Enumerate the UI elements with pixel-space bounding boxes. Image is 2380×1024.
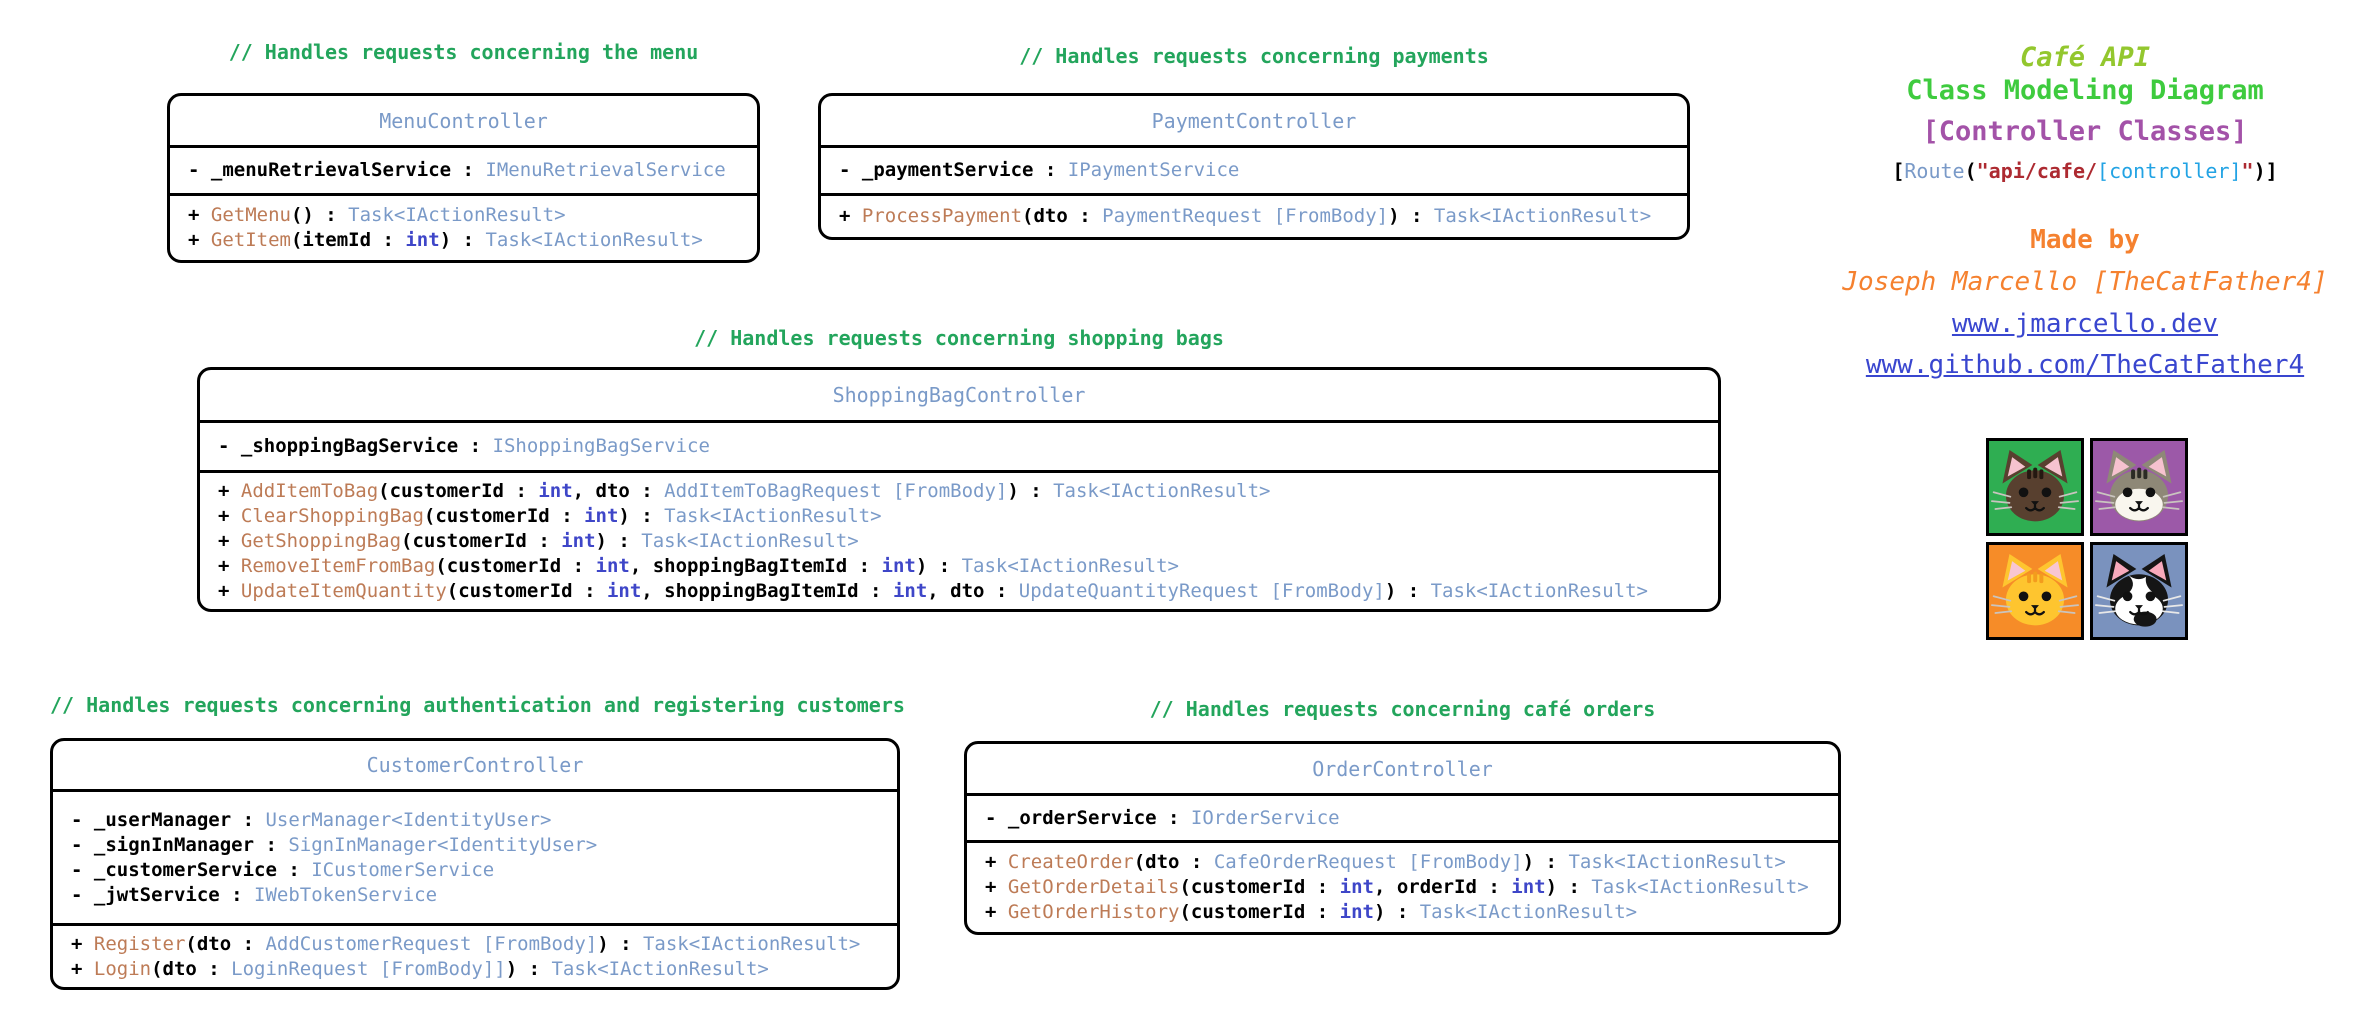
class-title-menu: MenuController <box>170 96 757 148</box>
class-box-customer-controller: CustomerController - _userManager : User… <box>50 738 900 990</box>
code-line: + GetItem(itemId : int) : Task<IActionRe… <box>188 229 703 251</box>
orange-tabby-cat-avatar <box>1986 542 2084 640</box>
class-title-order: OrderController <box>967 744 1838 796</box>
class-box-order-controller: OrderController - _orderService : IOrder… <box>964 741 1841 935</box>
github-link[interactable]: www.github.com/TheCatFather4 <box>1865 350 2305 380</box>
cat-avatar-grid <box>1986 438 2188 640</box>
made-by-label: Made by <box>2030 225 2140 255</box>
cat-face-illustration <box>2095 554 2183 627</box>
class-comment-customer: // Handles requests concerning authentic… <box>50 693 905 717</box>
route-attribute: [Route("api/cafe/[controller]")] <box>1835 159 2335 183</box>
code-line: + UpdateItemQuantity(customerId : int, s… <box>218 579 1648 602</box>
tuxedo-cat-avatar <box>2090 542 2188 640</box>
class-methods-menu: + GetMenu() : Task<IActionResult> + GetIt… <box>170 196 757 260</box>
personal-site-link[interactable]: www.jmarcello.dev <box>1951 309 2219 339</box>
code-line: - _paymentService : IPaymentService <box>839 159 1240 181</box>
code-line: + Login(dto : LoginRequest [FromBody]]) … <box>71 957 769 980</box>
cafe-api-title: Café API <box>2019 42 2151 73</box>
code-line: - _menuRetrievalService : IMenuRetrieval… <box>188 159 726 181</box>
code-line: + CreateOrder(dto : CafeOrderRequest [Fr… <box>985 851 1786 873</box>
class-title-payment: PaymentController <box>821 96 1687 148</box>
class-box-payment-controller: PaymentController - _paymentService : IP… <box>818 93 1690 240</box>
cat-chin-spot <box>2133 611 2157 627</box>
cat-face-illustration <box>1991 554 2079 626</box>
diagram-title: Class Modeling Diagram <box>1906 75 2264 106</box>
class-attributes-shopping-bag: - _shoppingBagService : IShoppingBagServ… <box>200 423 1718 473</box>
class-attributes-customer: - _userManager : UserManager<IdentityUse… <box>53 792 897 926</box>
brown-tabby-cat-avatar <box>1986 438 2084 536</box>
code-line: - _jwtService : IWebTokenService <box>71 883 438 906</box>
class-box-menu-controller: MenuController - _menuRetrievalService :… <box>167 93 760 263</box>
class-title-shopping-bag: ShoppingBagController <box>200 370 1718 423</box>
class-comment-payment: // Handles requests concerning payments <box>1019 44 1489 68</box>
class-methods-order: + CreateOrder(dto : CafeOrderRequest [Fr… <box>967 843 1838 932</box>
code-line: + RemoveItemFromBag(customerId : int, sh… <box>218 554 1179 577</box>
author-credit: Joseph Marcello [TheCatFather4] <box>1842 267 2328 297</box>
class-methods-shopping-bag: + AddItemToBag(customerId : int, dto : A… <box>200 473 1718 609</box>
code-line: - _shoppingBagService : IShoppingBagServ… <box>218 435 710 457</box>
cat-face-illustration <box>2095 450 2183 522</box>
code-line: + AddItemToBag(customerId : int, dto : A… <box>218 479 1271 502</box>
class-comment-menu: // Handles requests concerning the menu <box>228 40 699 64</box>
code-line: + GetShoppingBag(customerId : int) : Tas… <box>218 529 859 552</box>
gray-white-cat-avatar <box>2090 438 2188 536</box>
cat-face-illustration <box>1991 450 2079 522</box>
class-box-shopping-bag-controller: ShoppingBagController - _shoppingBagServ… <box>197 367 1721 612</box>
class-comment-order: // Handles requests concerning café orde… <box>1149 697 1656 721</box>
class-attributes-payment: - _paymentService : IPaymentService <box>821 148 1687 196</box>
code-line: + ProcessPayment(dto : PaymentRequest [F… <box>839 205 1652 227</box>
code-line: - _signInManager : SignInManager<Identit… <box>71 833 598 856</box>
class-title-customer: CustomerController <box>53 741 897 792</box>
code-line: - _userManager : UserManager<IdentityUse… <box>71 808 552 831</box>
class-comment-shopping-bag: // Handles requests concerning shopping … <box>694 326 1224 350</box>
code-line: + GetOrderDetails(customerId : int, orde… <box>985 876 1809 898</box>
class-methods-customer: + Register(dto : AddCustomerRequest [Fro… <box>53 926 897 987</box>
class-attributes-menu: - _menuRetrievalService : IMenuRetrieval… <box>170 148 757 196</box>
class-attributes-order: - _orderService : IOrderService <box>967 796 1838 843</box>
code-line: - _orderService : IOrderService <box>985 806 1340 829</box>
code-line: + ClearShoppingBag(customerId : int) : T… <box>218 504 882 527</box>
code-line: + Register(dto : AddCustomerRequest [Fro… <box>71 932 861 955</box>
code-line: [Route("api/cafe/[controller]")] <box>1892 159 2278 183</box>
controller-classes-subtitle: [Controller Classes] <box>1922 116 2248 147</box>
code-line: + GetOrderHistory(customerId : int) : Ta… <box>985 901 1638 923</box>
code-line: + GetMenu() : Task<IActionResult> <box>188 204 566 226</box>
code-line: - _customerService : ICustomerService <box>71 858 495 881</box>
class-methods-payment: + ProcessPayment(dto : PaymentRequest [F… <box>821 196 1687 237</box>
